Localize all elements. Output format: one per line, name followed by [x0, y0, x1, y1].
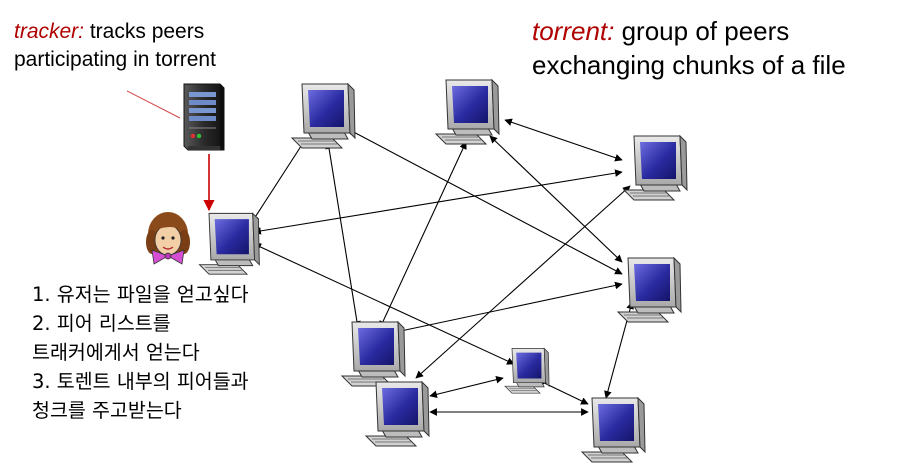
desktop-computer-icon-user	[199, 212, 260, 275]
edge-top-left-to-mid-left	[325, 141, 361, 329]
edge-bottom-left-to-right-top	[415, 185, 631, 379]
step-line: 3. 토렌트 내부의 피어들과	[32, 370, 249, 393]
desktop-computer-icon-mid-left	[341, 321, 406, 387]
edge-top-left-to-right-middle	[345, 127, 623, 275]
desktop-computer-icon-top-center	[435, 79, 500, 145]
step-line: 2. 피어 리스트를	[32, 312, 171, 335]
desktop-computer-icon-right-middle	[617, 257, 682, 323]
user-avatar-icon	[146, 212, 190, 265]
edge-top-center-to-mid-left	[379, 141, 467, 329]
tracker-line2: participating in torrent	[14, 48, 216, 71]
desktop-computer-icon-bottom-right	[581, 397, 646, 463]
edge-top-center-to-right-middle	[489, 135, 623, 263]
desktop-computer-icon-center-small	[504, 348, 550, 394]
torrent-description: torrent: group of peers exchanging chunk…	[532, 14, 846, 82]
tracker-description: tracker: tracks peers participating in t…	[14, 18, 216, 74]
tracker-term: tracker:	[14, 20, 85, 43]
steps-list: 1. 유저는 파일을 얻고싶다 2. 피어 리스트를 트래커에게서 얻는다 3.…	[32, 280, 249, 425]
step-line: 1. 유저는 파일을 얻고싶다	[32, 283, 249, 306]
tracker-callout-line	[126, 90, 181, 119]
torrent-line1: group of peers	[614, 16, 790, 46]
step-line: 청크를 주고받는다	[32, 399, 182, 422]
edge-top-center-to-right-top	[504, 118, 623, 162]
torrent-line2: exchanging chunks of a file	[532, 50, 846, 80]
peer-connections	[251, 118, 634, 416]
edge-bottom-left-to-center-small	[429, 375, 504, 399]
edge-user-to-right-top	[253, 169, 623, 235]
tracker-line1: tracks peers	[84, 20, 205, 43]
tracker-server-icon	[183, 83, 225, 151]
desktop-computer-icon-top-left	[291, 83, 356, 149]
edge-user-to-top-left	[251, 139, 306, 223]
torrent-term: torrent:	[532, 16, 615, 46]
desktop-computer-icon-right-top	[623, 135, 688, 201]
edge-center-small-to-bottom-right	[537, 379, 589, 405]
edge-mid-left-to-right-middle	[395, 281, 623, 335]
step-line: 트래커에게서 얻는다	[32, 341, 200, 364]
desktop-computer-icon-bottom-left	[365, 381, 430, 447]
